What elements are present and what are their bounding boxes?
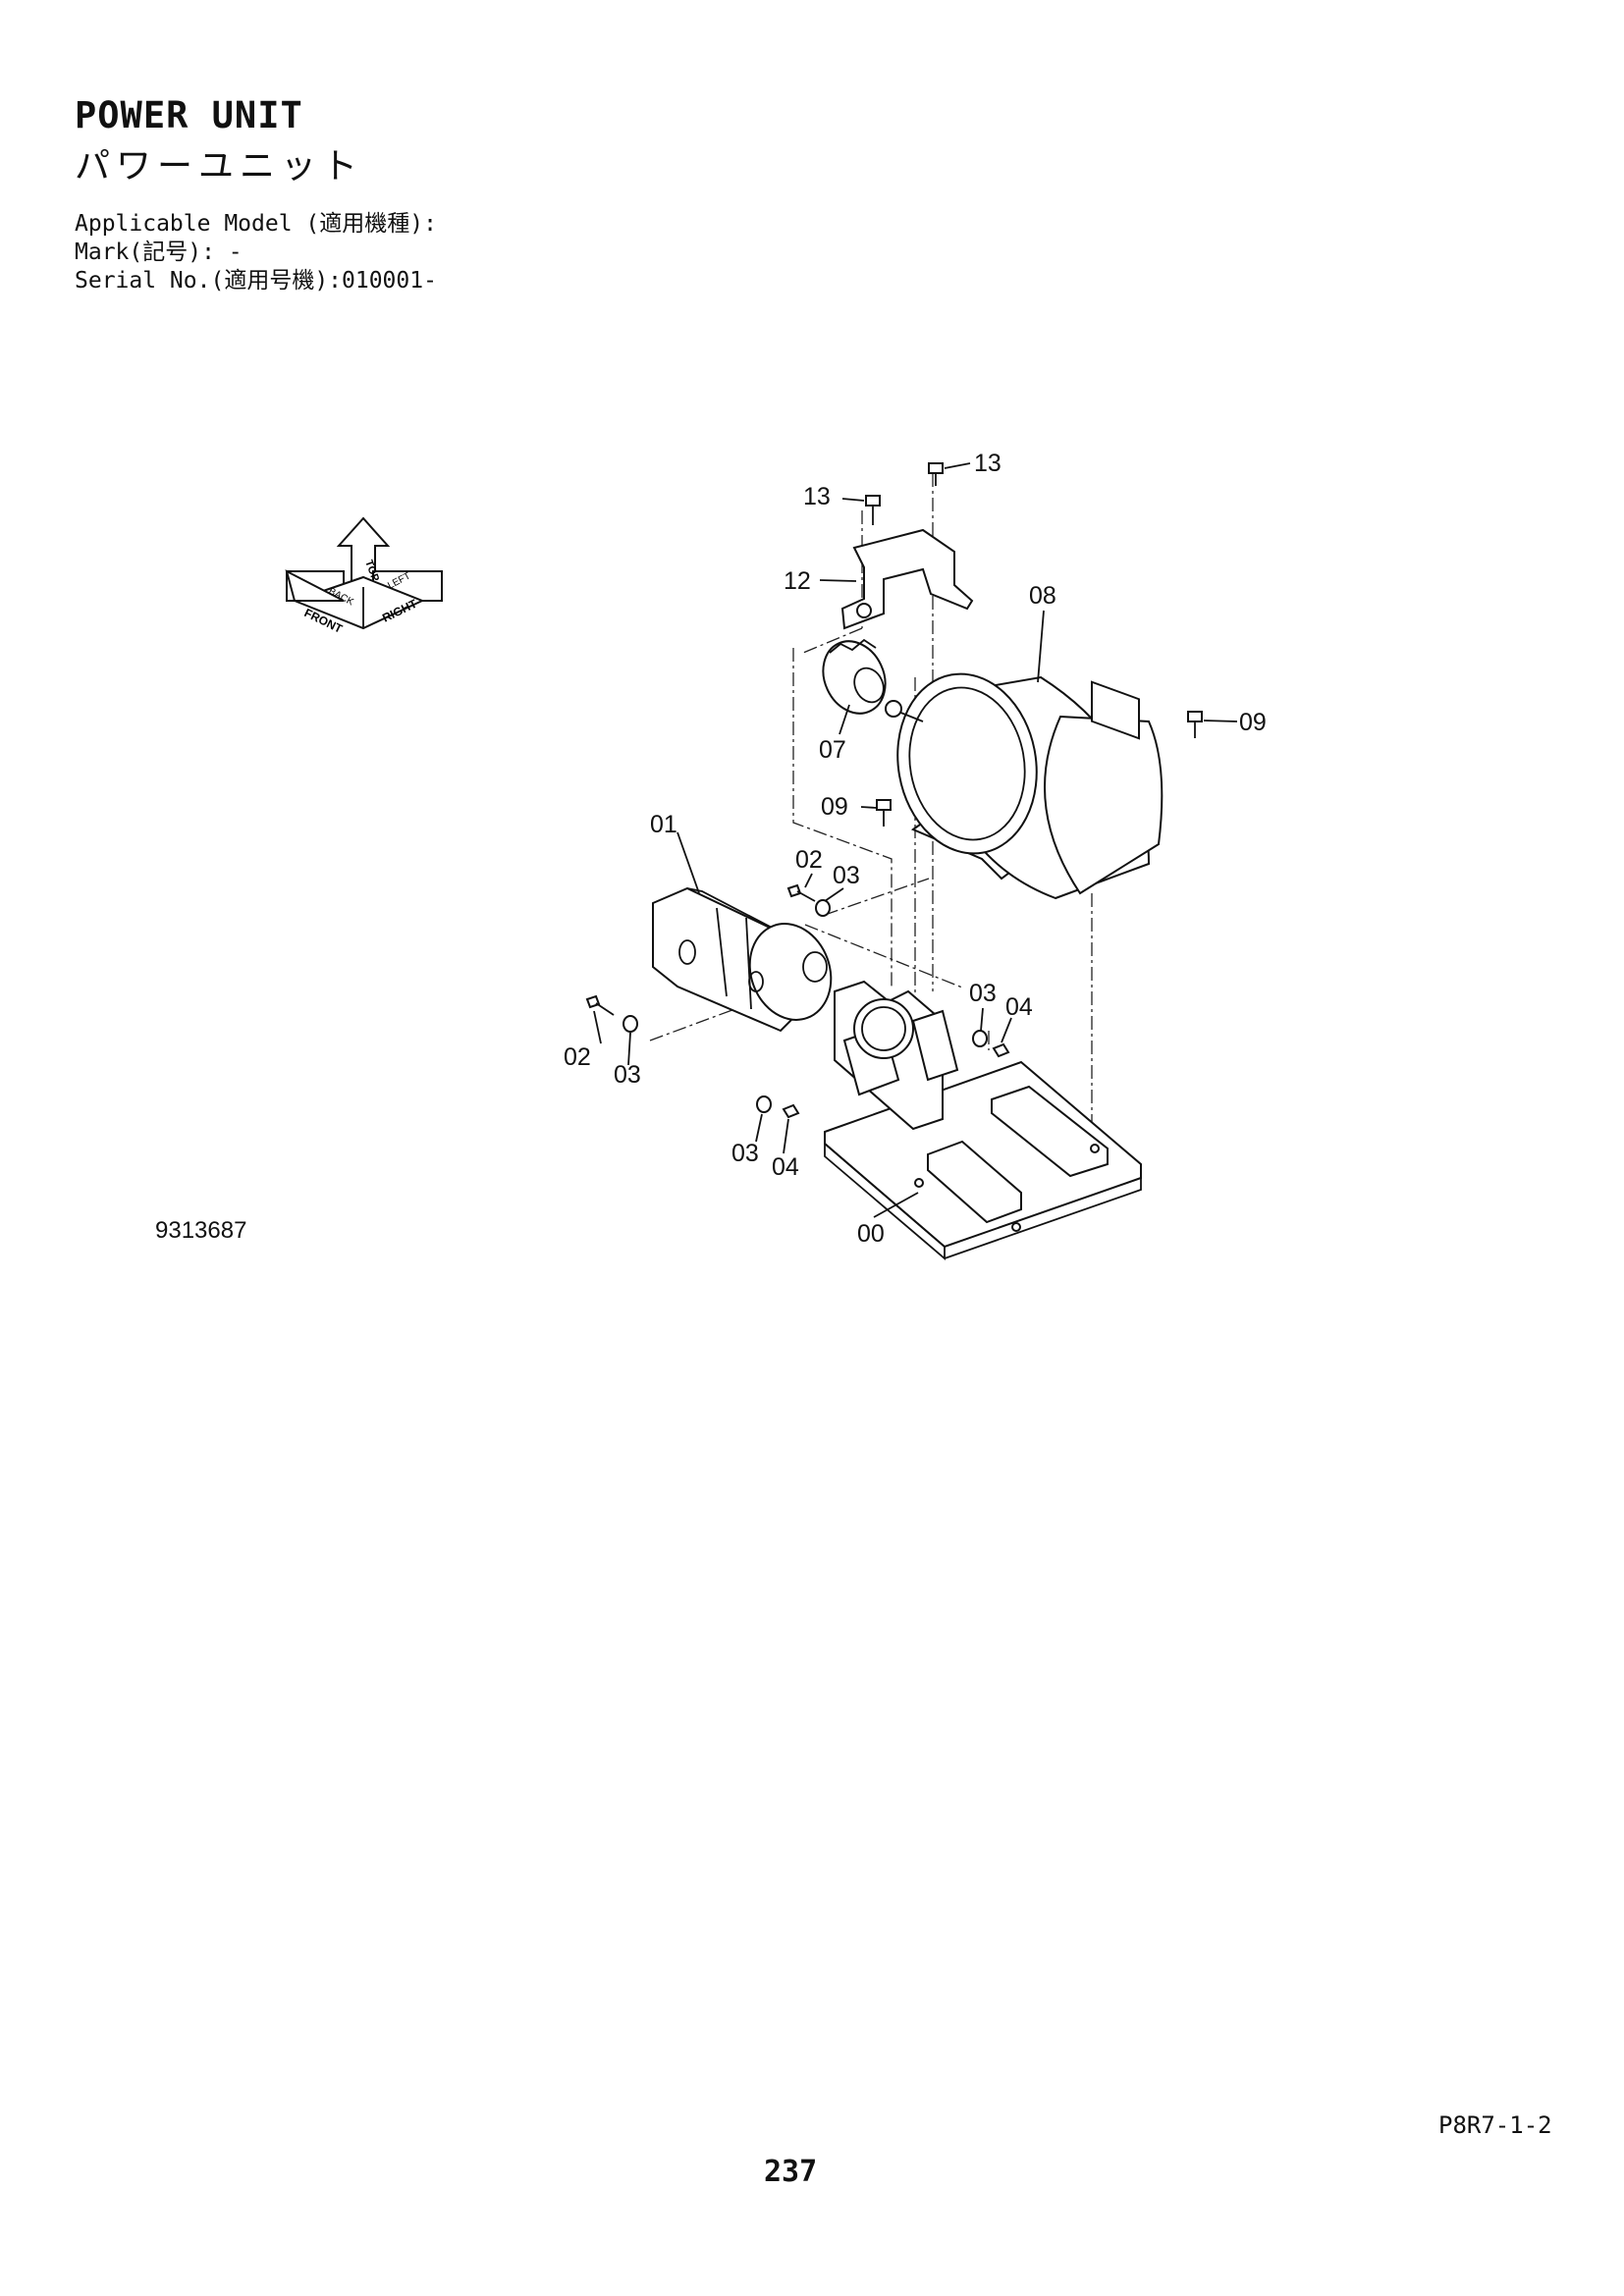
callout-03-upper: 03: [833, 862, 860, 889]
mark: Mark(記号): -: [75, 240, 243, 265]
callout-13-right: 13: [974, 450, 1001, 477]
callout-04-bottom: 04: [772, 1153, 799, 1181]
leader-lines: [593, 462, 1238, 1218]
orientation-compass: BACK LEFT TOP FRONT RIGHT: [285, 516, 443, 636]
applicable-model: Applicable Model (適用機種):: [75, 211, 437, 237]
callout-01: 01: [650, 811, 677, 838]
page-number: 237: [764, 2155, 818, 2189]
callout-00: 00: [857, 1220, 885, 1248]
callout-08: 08: [1029, 582, 1056, 610]
callout-03-bottom: 03: [731, 1140, 759, 1167]
part-coupling: [822, 638, 887, 715]
figure-code: P8R7-1-2: [1438, 2111, 1552, 2139]
part-hydraulic-pump: [652, 886, 833, 1033]
drawing-number: 9313687: [155, 1217, 247, 1244]
callout-09-left: 09: [821, 793, 848, 821]
part-base-frame: [824, 980, 1142, 1260]
callout-02-upper: 02: [795, 846, 823, 874]
callout-09-right: 09: [1239, 709, 1267, 736]
callout-12: 12: [784, 567, 811, 595]
callout-03-lower-left: 03: [614, 1061, 641, 1089]
page-title-japanese: パワーユニット: [75, 146, 364, 187]
callout-04-right: 04: [1005, 993, 1033, 1021]
callout-02-lower: 02: [564, 1043, 591, 1071]
serial-number: Serial No.(適用号機):010001-: [75, 268, 437, 294]
callout-07: 07: [819, 736, 846, 764]
page-title: POWER UNIT: [75, 94, 303, 136]
callout-13-left: 13: [803, 483, 831, 510]
callout-03-right: 03: [969, 980, 997, 1007]
part-callouts: 13 13 12 08 09 07 09 01 02 03 02 03 03 0…: [564, 450, 1267, 1248]
hardware-fasteners: [585, 462, 1203, 1119]
part-cover-bracket: [840, 528, 974, 630]
part-electric-motor: [885, 672, 1164, 900]
